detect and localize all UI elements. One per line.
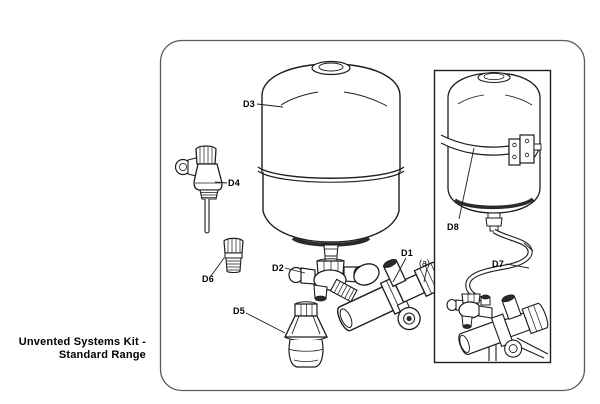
leader-d6 (210, 257, 225, 277)
tundish-d5 (283, 301, 329, 368)
relief-valve-d4 (174, 145, 223, 234)
kit-caption: Unvented Systems Kit - Standard Range (0, 336, 146, 362)
leader-d4 (214, 181, 228, 184)
leader-d5 (245, 312, 286, 334)
leader-lines (210, 103, 530, 334)
inset-manifold-assembly (446, 293, 549, 358)
label-d5: D5 (233, 306, 245, 316)
leader-d2 (284, 267, 306, 274)
flexible-hose-d7 (465, 228, 534, 304)
label-d6: D6 (202, 274, 214, 284)
label-d4: D4 (228, 178, 240, 188)
label-d8: D8 (447, 222, 459, 232)
leader-d3 (256, 103, 284, 108)
label-d1: D1 (401, 248, 413, 258)
leader-a (423, 267, 428, 283)
leader-d1 (392, 257, 407, 283)
expansion-vessel-d8 (440, 71, 542, 232)
kit-caption-line1: Unvented Systems Kit - (18, 336, 146, 348)
manifold-valve-d1 (337, 258, 446, 332)
expansion-vessel-d3 (257, 60, 405, 257)
label-d7: D7 (492, 259, 504, 269)
label-d2: D2 (272, 263, 284, 273)
label-a: (a) (419, 258, 430, 268)
label-d3: D3 (243, 99, 255, 109)
leader-d8 (458, 147, 475, 220)
installed-view-inset (433, 69, 552, 364)
adaptor-fitting-d6 (223, 237, 244, 274)
diagram-border (159, 39, 586, 392)
kit-caption-line2: Standard Range (58, 349, 146, 361)
leader-d7 (505, 263, 530, 269)
